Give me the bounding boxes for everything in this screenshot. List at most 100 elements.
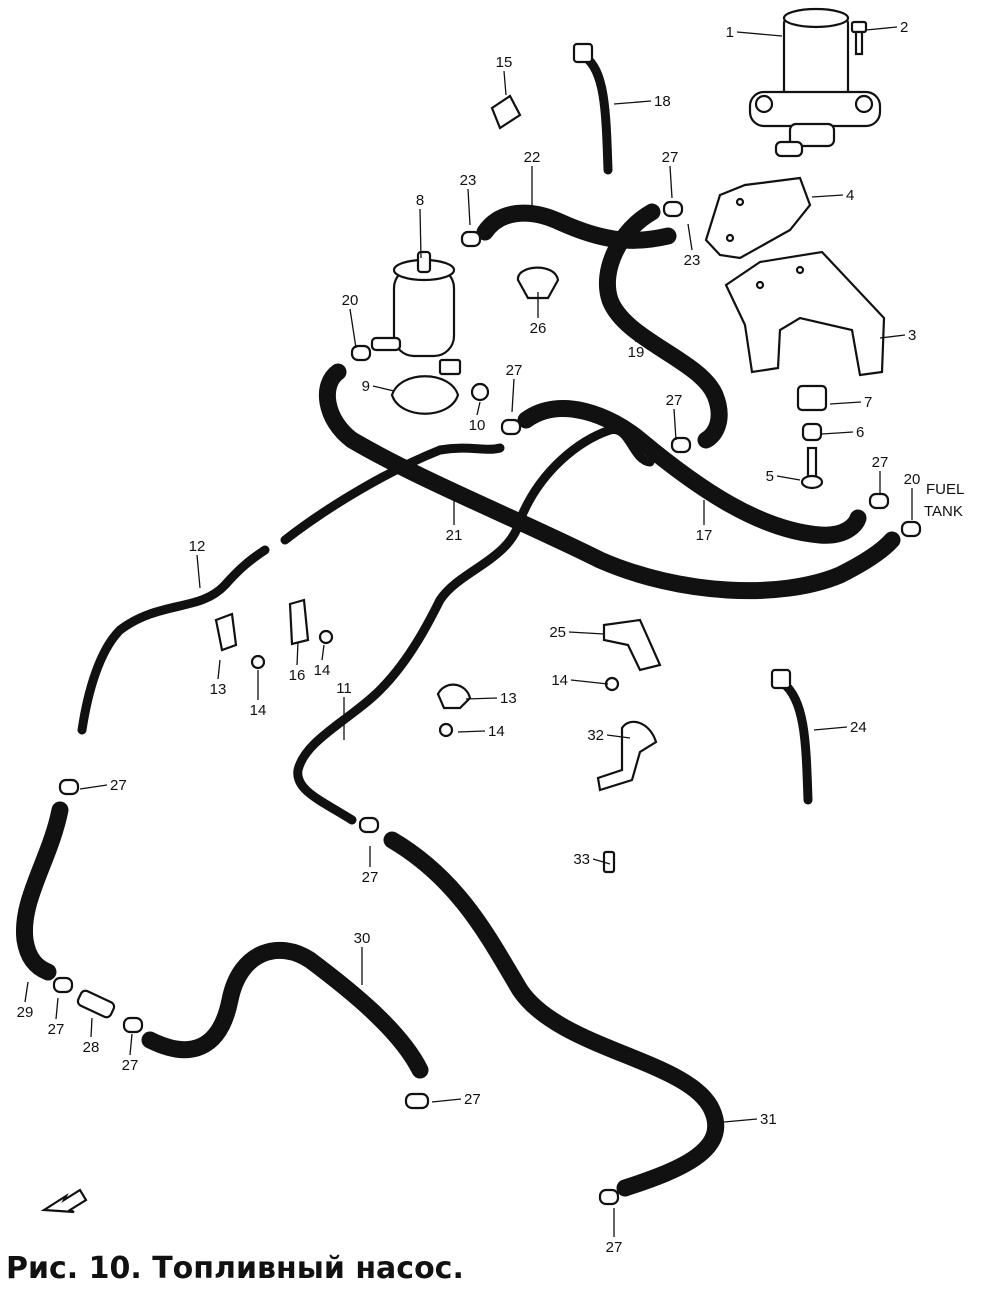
leader-c13a [217,659,221,680]
leader-c13b [465,697,498,700]
callout-c27i: 27 [464,1091,481,1108]
part-9-clamp-bracket [390,358,462,415]
callout-c10: 10 [469,417,486,434]
leader-c14c [570,679,609,685]
fuel-tank-label-line2: TANK [924,503,963,520]
part-26-clip [516,266,560,300]
part-14-screws [250,629,620,738]
callout-c6: 6 [856,424,864,441]
callout-c26: 26 [530,320,547,337]
callout-c16: 16 [289,667,306,684]
callout-c31: 31 [760,1111,777,1128]
leader-c14d [457,730,486,733]
callout-c33: 33 [573,851,590,868]
leader-c15 [503,70,507,96]
callout-c30: 30 [354,930,371,947]
callout-c27e: 27 [110,777,127,794]
part-8-fuel-filter [370,250,456,358]
part-13-clip [214,612,472,710]
callout-c25: 25 [549,624,566,641]
leader-c19 [629,317,637,343]
leader-c2 [865,26,898,31]
leader-c27i [431,1098,462,1103]
hose-clamps [52,200,922,1206]
callout-c3: 3 [908,327,916,344]
callout-c27h: 27 [122,1057,139,1074]
leader-c3 [879,334,906,339]
callout-c22: 22 [524,149,541,166]
callout-c15: 15 [496,54,513,71]
part-2-bolt [850,20,868,56]
callout-c1: 1 [726,24,734,41]
hose-group [15,203,901,1197]
leader-c7 [829,401,862,405]
part-16-clip [288,598,310,646]
part-6-grommet [801,422,823,442]
leader-c27h [129,1033,133,1056]
fuel-tank-label-line1: FUEL [926,481,964,498]
callout-c28: 28 [83,1039,100,1056]
hose-19 [598,203,728,449]
callout-c8: 8 [416,192,424,209]
callout-c13a: 13 [210,681,227,698]
leader-c1 [736,31,783,37]
callout-c14a: 14 [250,702,267,719]
callout-c20a: 20 [342,292,359,309]
part-18-harness [572,42,613,175]
leader-c28 [90,1017,93,1038]
leader-c25 [568,631,605,635]
leader-c27b [673,408,677,441]
part-4-bracket [704,176,812,260]
leader-c27e [79,784,108,790]
leader-c4 [811,194,844,198]
callout-c4: 4 [846,187,854,204]
callout-c21: 21 [446,527,463,544]
part-1-fuel-pump [748,7,882,158]
callout-c23a: 23 [460,172,477,189]
leader-c31 [723,1118,758,1123]
hose-29 [15,801,69,981]
callout-c27g: 27 [48,1021,65,1038]
hose-31 [383,831,725,1197]
callout-c2: 2 [900,19,908,36]
part-3-bracket [724,250,886,377]
callout-c27j: 27 [606,1239,623,1256]
leader-c16 [296,641,299,666]
hose-30 [141,941,429,1079]
figure-caption: Рис. 10. Топливный насос. [6,1251,464,1286]
callout-c5: 5 [766,468,774,485]
leader-c27a [511,378,515,413]
leader-c14b [321,644,325,661]
leader-c6 [821,431,854,435]
part-15-connector [490,94,522,130]
callout-c23b: 23 [684,252,701,269]
pipe-11 [293,425,655,825]
callout-c27c: 27 [662,149,679,166]
callout-c17: 17 [696,527,713,544]
callout-c14d: 14 [488,723,505,740]
front-arrow-icon [40,1188,88,1214]
callout-c20b: 20 [904,471,921,488]
hose-21 [318,363,901,600]
leader-c33 [592,858,611,865]
callout-c27a: 27 [506,362,523,379]
leader-c9 [372,385,395,392]
callout-c14b: 14 [314,662,331,679]
leader-c27c [669,165,673,199]
part-28-check-valve [76,989,116,1019]
leader-c8 [419,208,422,259]
leader-c20a [349,308,357,349]
leader-c24 [813,726,848,731]
leader-c29 [24,981,29,1003]
part-25-bracket [602,618,662,672]
leader-c23b [687,223,693,251]
part-32-bracket [596,720,658,792]
callout-c12: 12 [189,538,206,555]
callout-c29: 29 [17,1004,34,1021]
leader-c18 [613,100,652,105]
hose-17 [517,400,867,544]
callout-c18: 18 [654,93,671,110]
callout-c27d: 27 [872,454,889,471]
callout-c7: 7 [864,394,872,411]
